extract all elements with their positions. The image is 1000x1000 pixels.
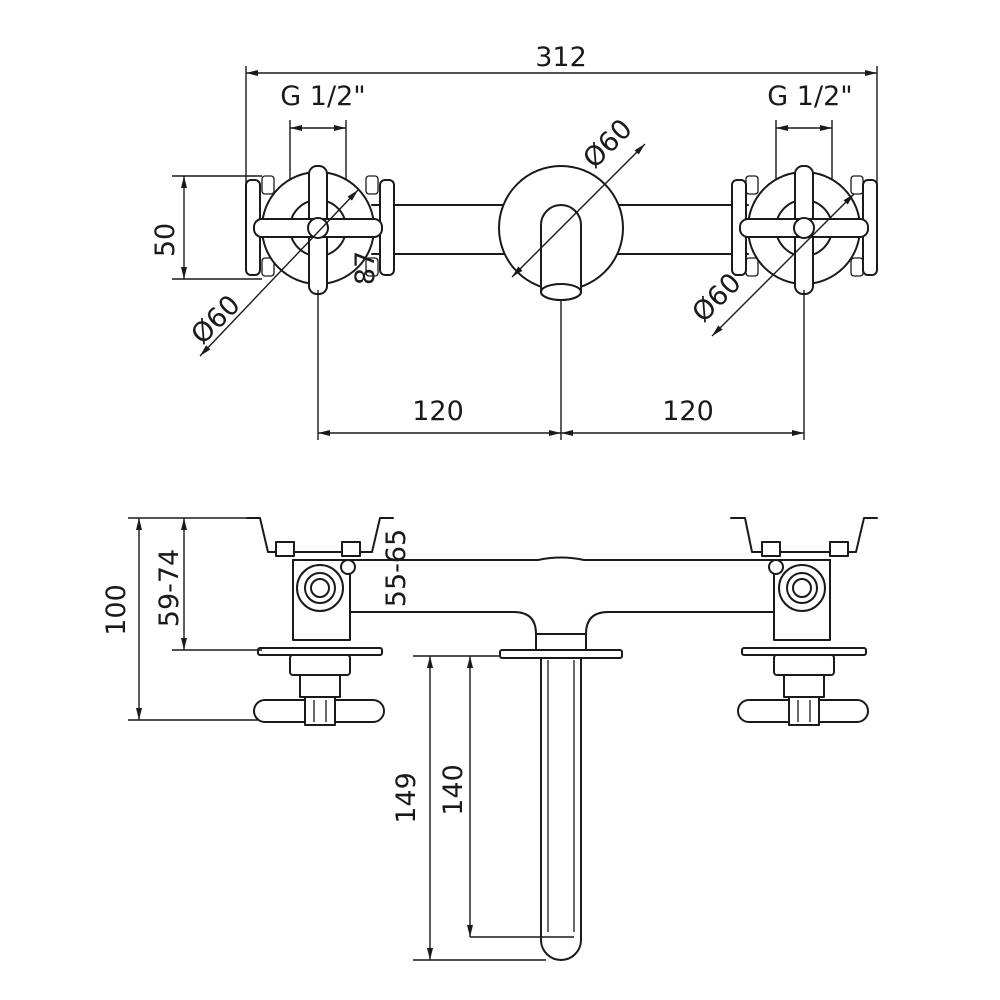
spout-length-149-dimension: 149 (391, 655, 546, 961)
overall-width-dimension: 312 (245, 42, 878, 190)
spout-side (499, 633, 623, 961)
left-connection-dimension: G 1/2" (280, 81, 366, 180)
side-view: 100 59-74 55-65 149 140 (101, 517, 878, 961)
mounting-brackets (246, 517, 878, 557)
body-depth-dimension: 59-74 (154, 518, 262, 651)
spout-length-149-label: 149 (391, 772, 422, 824)
spout-diameter-label: Ø60 (577, 113, 638, 174)
left-connection-label: G 1/2" (280, 81, 365, 112)
spout-length-140-label: 140 (438, 764, 469, 816)
right-handle-diameter-label: Ø60 (686, 267, 747, 328)
spacing-dimensions: 120 120 (317, 290, 805, 440)
right-connection-dimension: G 1/2" (767, 81, 853, 180)
right-handle-side (737, 647, 869, 726)
depth-100-dimension: 100 (101, 517, 258, 721)
body-depth-label: 59-74 (154, 549, 185, 627)
top-view: 312 G 1/2" G 1/2" 50 Ø60 (150, 42, 878, 440)
right-spacing-label: 120 (662, 396, 714, 427)
left-handle-side (253, 647, 385, 726)
small-dimension-label: 87 (350, 251, 381, 285)
overall-width-label: 312 (535, 42, 587, 73)
spout-top (498, 165, 624, 301)
right-valve-top (731, 165, 878, 295)
spout-length-140-dimension: 140 (438, 656, 574, 938)
left-spacing-label: 120 (412, 396, 464, 427)
side-body (292, 556, 831, 641)
wall-depth-label: 55-65 (381, 529, 412, 607)
left-handle-diameter-label: Ø60 (185, 289, 246, 350)
height-50-label: 50 (150, 223, 181, 257)
right-connection-label: G 1/2" (767, 81, 852, 112)
depth-100-label: 100 (101, 584, 132, 636)
